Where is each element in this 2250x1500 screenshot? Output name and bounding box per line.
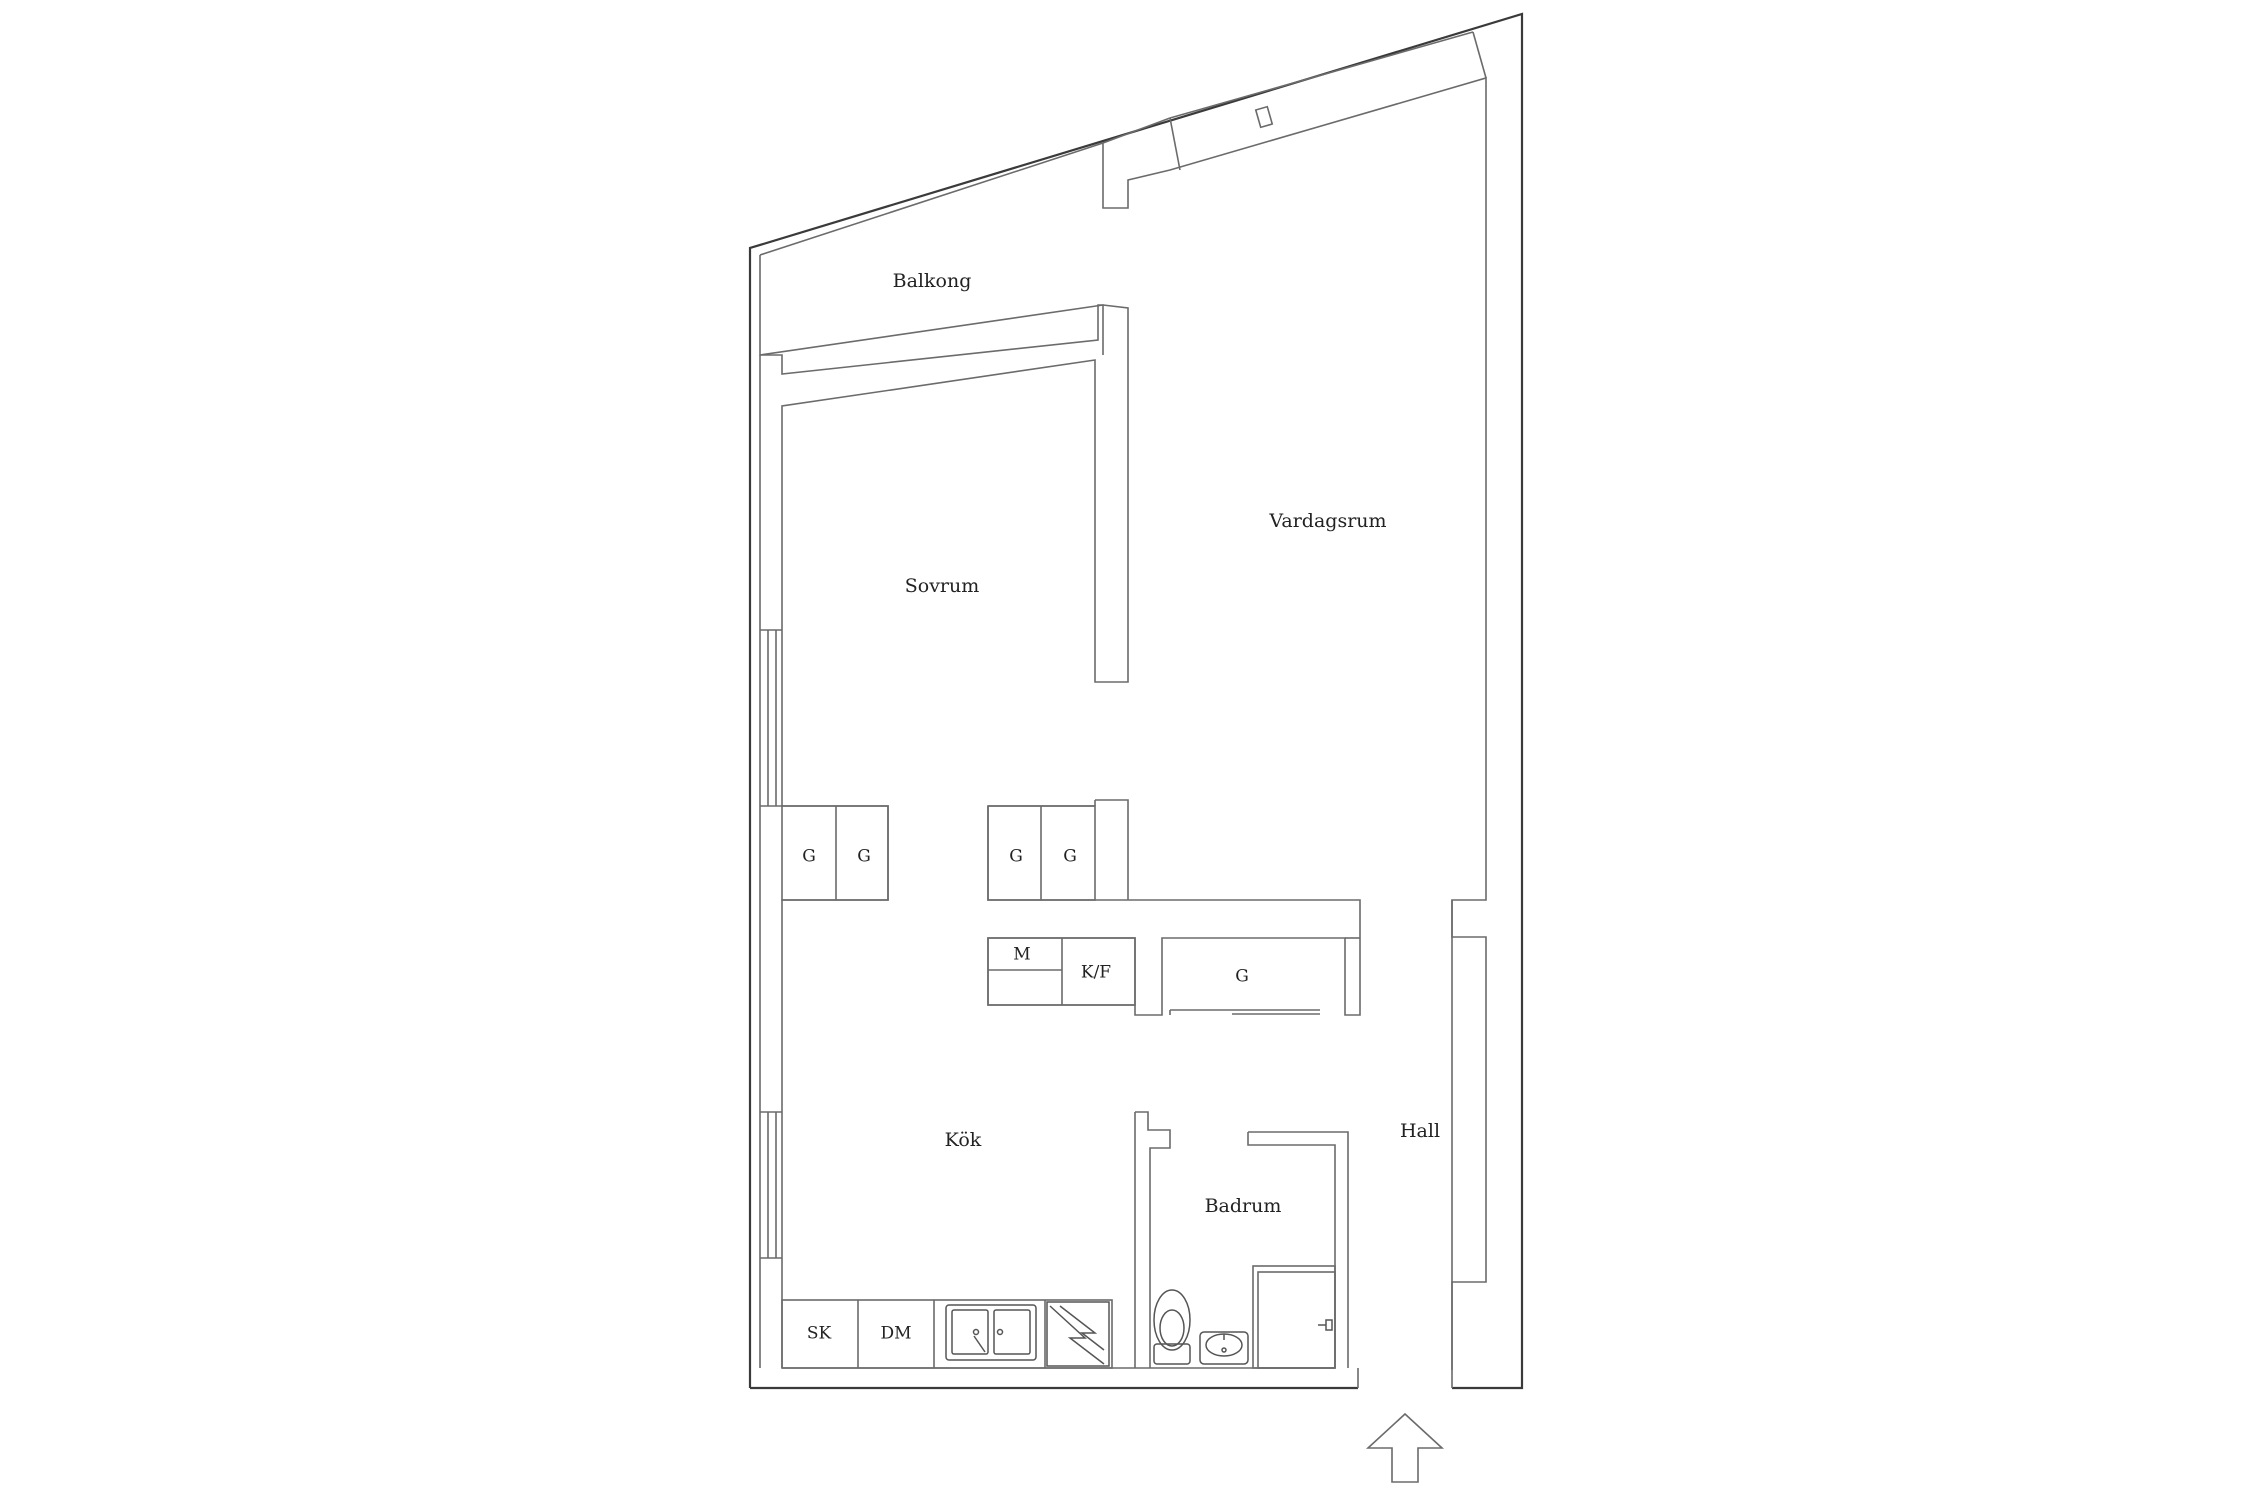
closet-label: G	[857, 847, 871, 867]
closet-label: G	[1009, 847, 1023, 867]
mk-block	[987, 937, 1136, 1006]
closets-left	[781, 805, 889, 901]
kitchen-counter	[781, 1299, 1113, 1369]
closets-center	[987, 805, 1096, 901]
stove-icon	[1046, 1301, 1110, 1367]
fixture-label-dm: DM	[880, 1324, 911, 1344]
shower-tap-icon	[1318, 1319, 1333, 1331]
sink-icon	[945, 1304, 1037, 1361]
toilet-icon	[1153, 1289, 1191, 1365]
closet-label: G	[1235, 967, 1249, 987]
room-label-sovrum: Sovrum	[905, 575, 980, 597]
outer-wall	[748, 12, 1524, 1390]
room-label-badrum: Badrum	[1205, 1195, 1282, 1217]
fixture-label-sk: SK	[807, 1324, 832, 1344]
washbasin-icon	[1199, 1331, 1249, 1365]
room-label-hall: Hall	[1400, 1120, 1440, 1142]
room-label-kok: Kök	[945, 1129, 982, 1151]
inner-walls	[759, 31, 1487, 1388]
fixture-label-m: M	[1013, 945, 1030, 965]
fixture-label-kf: K/F	[1081, 963, 1111, 983]
entrance-arrow-icon	[1365, 1412, 1445, 1483]
closet-label: G	[1063, 847, 1077, 867]
closet-label: G	[802, 847, 816, 867]
room-label-vardagsrum: Vardagsrum	[1268, 510, 1386, 532]
room-label-balkong: Balkong	[893, 270, 972, 292]
